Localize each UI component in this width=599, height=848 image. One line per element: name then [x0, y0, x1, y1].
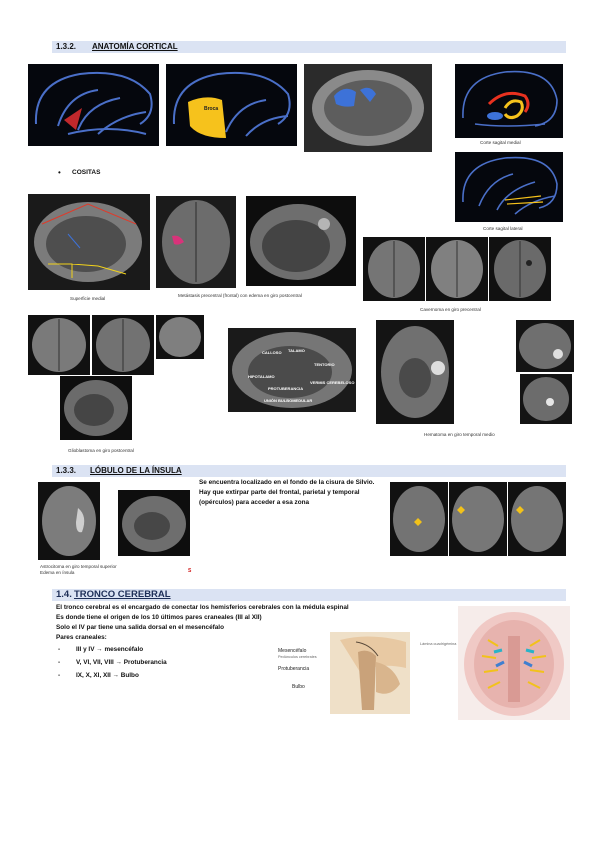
- section-header-bar: [52, 41, 566, 53]
- mri-cavernoma-2: [426, 237, 488, 301]
- section-title: LÓBULO DE LA ÍNSULA: [90, 466, 182, 475]
- caption: Corte sagital lateral: [483, 226, 523, 231]
- section-title: ANATOMÍA CORTICAL: [92, 42, 178, 51]
- bullet-text: COSITAS: [72, 169, 101, 176]
- mri-glioblastoma-1: [28, 315, 90, 375]
- diagram-label: Mesencéfalo: [278, 648, 307, 654]
- section-number: 1.3.2.: [56, 42, 77, 51]
- mri-sagittal-image: [304, 64, 432, 152]
- mri-insula-coronal-1: [390, 482, 448, 556]
- tronco-line: El tronco cerebral es el encargado de co…: [56, 604, 349, 611]
- list-dash: -: [58, 659, 61, 666]
- list-region: Protuberancia: [123, 659, 167, 666]
- brain-label: TENTORIO: [314, 362, 335, 367]
- mri-medial-surface: [28, 194, 150, 290]
- list-dash: -: [58, 672, 61, 679]
- mri-glioblastoma-sagittal: [60, 376, 132, 440]
- list-item: - V, VI, VII, VIII → Protuberancia: [58, 658, 167, 668]
- brain-diagram-broca: Broca: [166, 64, 297, 146]
- list-pairs: IX, X, XI, XII: [76, 672, 111, 679]
- caption: Edema en ínsula: [40, 570, 75, 575]
- cranial-nerves-illustration: [458, 606, 570, 720]
- brainstem-illustration: [330, 632, 410, 714]
- mri-cavernoma-1: [363, 237, 425, 301]
- brain-label: UNIÓN BULBOMEDULAR: [264, 398, 313, 403]
- caption: Superficie medial: [70, 296, 106, 301]
- mri-sagittal-metastasis: [246, 196, 356, 286]
- list-region: mesencéfalo: [104, 646, 144, 653]
- list-item: - III y IV → mesencéfalo: [58, 645, 143, 655]
- bullet-icon: •: [58, 168, 61, 177]
- mri-insula-coronal-3: [508, 482, 566, 556]
- mri-insula-sagittal: [118, 490, 190, 556]
- section-number: 1.3.3.: [56, 466, 77, 475]
- brain-label: PROTUBERANCIA: [268, 386, 304, 391]
- mri-axial-metastasis: [156, 196, 236, 288]
- caption: Astrocitoma en giro temporal superior: [40, 564, 117, 569]
- list-dash: -: [58, 646, 61, 653]
- section-number: 1.4.: [56, 589, 72, 600]
- mri-insula-axial: [38, 482, 100, 560]
- caption: Hematoma en giro temporal medio: [424, 432, 495, 437]
- section-header-bar: [52, 589, 566, 601]
- tronco-line: Es donde tiene el origen de los 10 últim…: [56, 614, 262, 621]
- caption: Glioblastoma en giro postcentral: [68, 448, 134, 453]
- caption: Corte sagital medial: [480, 140, 521, 145]
- mri-hematoma-2: [516, 320, 574, 372]
- section-title: TRONCO CEREBRAL: [74, 589, 171, 600]
- mri-glioblastoma-2: [92, 315, 154, 375]
- mri-glioblastoma-3: [156, 315, 204, 359]
- diagram-label: Lámina cuadrigémina: [420, 642, 457, 646]
- caption: Cavernoma en giro precentral: [420, 307, 481, 312]
- list-pairs: V, VI, VII, VIII: [76, 659, 114, 666]
- arrow-icon: →: [112, 672, 119, 679]
- diagram-label: Bulbo: [292, 684, 305, 690]
- mri-cavernoma-3: [489, 237, 551, 301]
- insula-description: Se encuentra localizado en el fondo de l…: [199, 479, 375, 506]
- brain-diagram-sagittal-lateral: [455, 152, 563, 222]
- caption: Metástasis precentral (frontal) con edem…: [178, 293, 302, 298]
- brain-label: CALLOSO: [262, 350, 282, 355]
- tronco-line: Pares craneales:: [56, 634, 107, 641]
- mri-hematoma-3: [520, 374, 572, 424]
- list-pairs: III y IV: [76, 646, 95, 653]
- section-header-bar: [52, 465, 566, 477]
- brain-diagram-lateral: [28, 64, 159, 146]
- list-item: - IX, X, XI, XII → Bulbo: [58, 671, 139, 681]
- mri-brain-labeled: CALLOSO TALAMO TENTORIO HIPOTALAMO PROTU…: [228, 328, 356, 412]
- arrow-icon: →: [115, 659, 122, 666]
- arrow-icon: →: [96, 646, 103, 653]
- mri-hematoma-axial: [376, 320, 454, 424]
- mri-insula-coronal-2: [449, 482, 507, 556]
- brain-label: TALAMO: [288, 348, 305, 353]
- brain-diagram-sagittal-medial: [455, 64, 563, 138]
- broca-label: Broca: [204, 106, 219, 112]
- diagram-label: Pedúnculos cerebrales: [278, 655, 317, 659]
- brain-label: VERMIS CEREBELOSO: [310, 380, 355, 385]
- red-mark: S: [188, 568, 192, 574]
- tronco-line: Solo el IV par tiene una salida dorsal e…: [56, 624, 224, 631]
- diagram-label: Protuberancia: [278, 666, 310, 672]
- brain-label: HIPOTALAMO: [248, 374, 275, 379]
- list-region: Bulbo: [120, 672, 139, 679]
